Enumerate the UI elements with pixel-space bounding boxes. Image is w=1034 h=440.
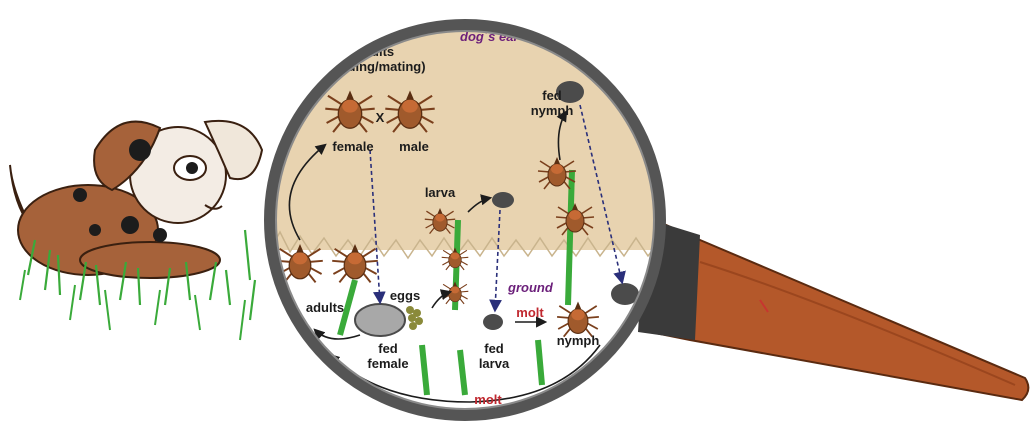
fed-larva-label-line2: larva <box>479 356 510 371</box>
engorged-nymph-icon <box>611 283 639 305</box>
fed-female-label: fed <box>378 341 398 356</box>
fed-nymph-label-line2: nymph <box>531 103 574 118</box>
fed-nymph-icon <box>556 81 584 103</box>
engorged-larva-icon <box>492 192 514 208</box>
adults-label: adults <box>306 300 344 315</box>
egg-cluster-icon <box>406 306 423 330</box>
molt-label-bottom: molt <box>474 392 502 407</box>
mating-cross: X <box>376 110 385 125</box>
male-label: male <box>399 139 429 154</box>
molt-label: molt <box>516 305 544 320</box>
fed-larva-icon <box>483 314 503 330</box>
fed-female-label-line2: female <box>367 356 408 371</box>
nymph-label: nymph <box>557 333 600 348</box>
fed-nymph-label: fed <box>542 88 562 103</box>
ground-label: ground <box>507 280 554 295</box>
magnifier-rim <box>264 19 666 421</box>
fed-larva-label: fed <box>484 341 504 356</box>
eggs-label: eggs <box>390 288 420 303</box>
puppy-illustration <box>9 119 264 341</box>
ear-skin-area <box>270 25 660 250</box>
lens-view: dog´s ear adults (feeding/mating) X fema… <box>270 25 660 415</box>
larva-label: larva <box>425 185 456 200</box>
female-label: female <box>332 139 373 154</box>
magnifier-handle <box>638 218 1030 402</box>
fed-female-icon <box>354 303 406 337</box>
